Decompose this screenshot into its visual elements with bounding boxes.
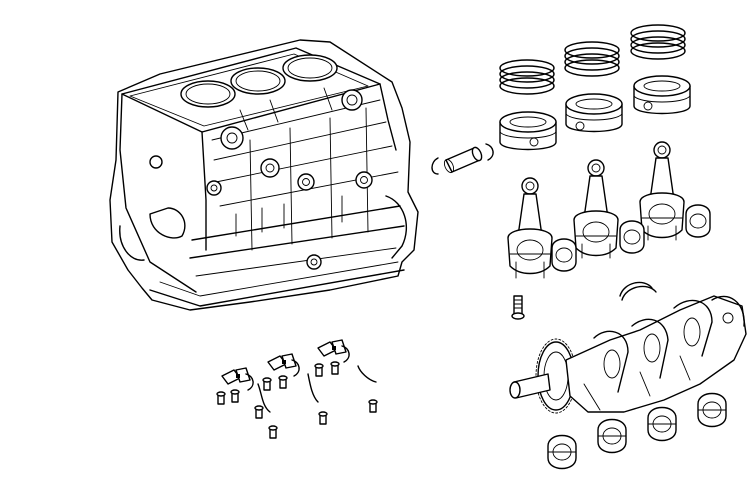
rod-bearing-2 (619, 220, 645, 254)
connecting-rod-3 (639, 141, 685, 241)
piston-ring-set-2 (564, 41, 620, 77)
main-bearing-3 (647, 406, 677, 442)
oil-jet-bolt (254, 405, 264, 419)
oil-jet-bolt (216, 391, 226, 405)
main-bearing-1 (547, 434, 577, 470)
oil-jet-bolt (330, 361, 340, 375)
piston-3 (633, 75, 691, 115)
piston-2 (565, 93, 623, 133)
connecting-rod-2 (573, 159, 619, 259)
oil-jet-bolt (368, 399, 378, 413)
snap-ring-right (485, 143, 494, 161)
main-bearing-4 (697, 392, 727, 428)
oil-jet-group-2 (267, 353, 319, 403)
oil-jet-bolt (318, 411, 328, 425)
oil-jet-bolt (230, 389, 240, 403)
snap-ring-left (431, 157, 439, 175)
piston-ring-set-3 (630, 24, 686, 60)
connecting-rod-bolt (511, 295, 525, 320)
cylinder-block (109, 39, 419, 311)
oil-jet-bolt (278, 375, 288, 389)
oil-jet-group-1 (221, 367, 271, 413)
oil-jet-bolt (262, 377, 272, 391)
connecting-rod-1 (507, 177, 553, 279)
main-bearing-2 (597, 418, 627, 454)
rod-bearing-3 (685, 204, 711, 238)
piston-ring-set-1 (499, 59, 555, 95)
piston-1 (499, 111, 557, 151)
piston-pin (443, 146, 483, 174)
oil-jet-bolt (268, 425, 278, 439)
oil-jet-bolts (216, 361, 378, 439)
thrust-washer-upper (619, 281, 657, 301)
oil-jet-bolt (314, 363, 324, 377)
oil-jet-group-3 (317, 339, 377, 383)
crankshaft (509, 295, 747, 414)
rod-bearing-1 (551, 238, 577, 272)
